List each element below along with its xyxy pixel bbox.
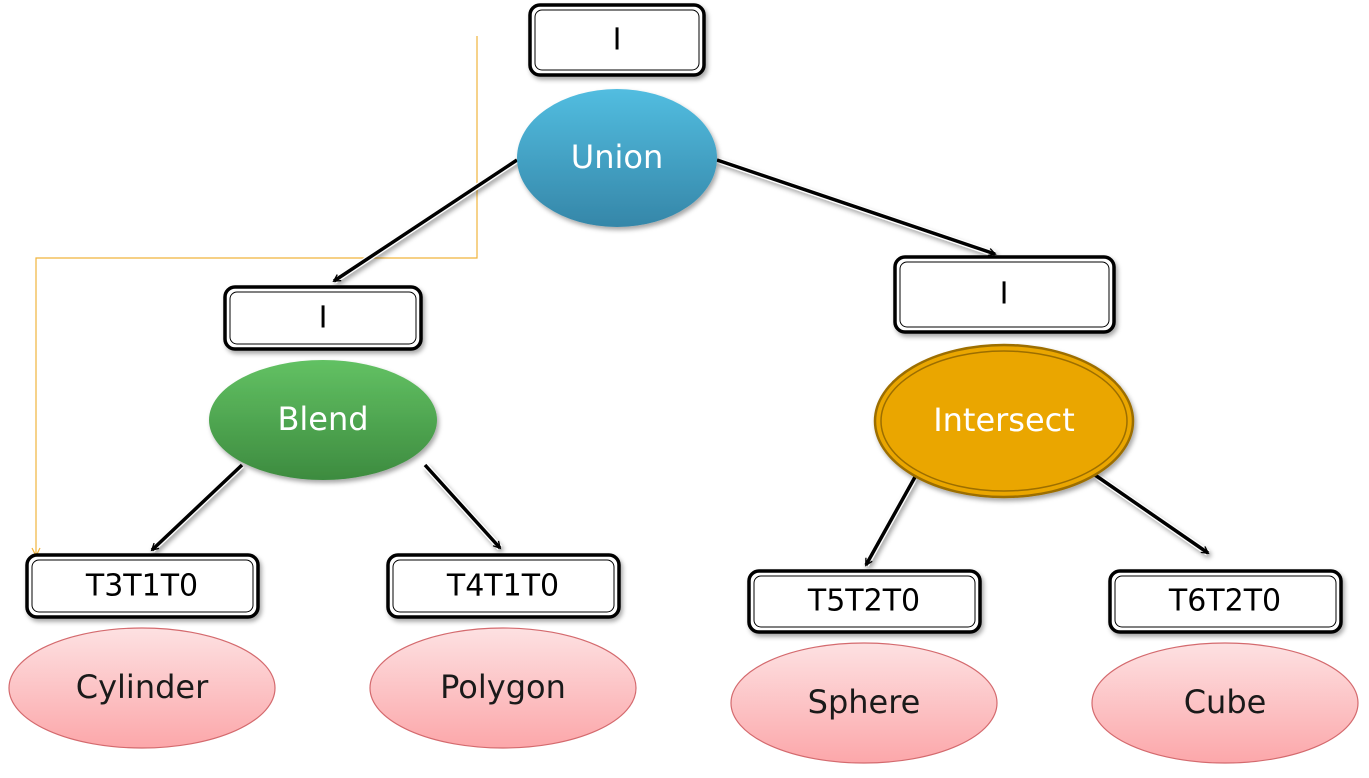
cube-label: Cube	[1184, 683, 1267, 721]
intersect-label: Intersect	[933, 401, 1075, 439]
box-sphere-transform	[747, 569, 982, 634]
sphere-node	[730, 642, 998, 764]
polygon-label: Polygon	[440, 668, 566, 706]
elbow-connector	[36, 36, 478, 556]
edge-union-to-right	[716, 157, 995, 257]
box-right	[893, 255, 1116, 334]
box-cube-transform-label: T6T2T0	[1168, 584, 1281, 619]
box-left-label: I	[319, 301, 328, 336]
box-right-label: I	[1000, 277, 1009, 312]
blend-label: Blend	[277, 400, 368, 438]
box-root-label: I	[613, 23, 622, 58]
box-polygon-transform-label: T4T1T0	[446, 569, 559, 604]
box-sphere-transform-label: T5T2T0	[807, 584, 920, 619]
box-cube-transform	[1108, 569, 1343, 634]
polygon-node	[369, 627, 637, 749]
union-label: Union	[571, 138, 663, 176]
blend-node	[209, 360, 437, 480]
cylinder-node	[8, 627, 276, 749]
box-cylinder-transform-label: T3T1T0	[85, 569, 198, 604]
edge-union-to-left	[332, 157, 519, 284]
box-polygon-transform	[386, 553, 621, 619]
edge-intersect-to-cube	[1093, 472, 1210, 556]
edges	[149, 157, 1210, 565]
box-cylinder-transform	[25, 553, 260, 619]
union-node	[517, 89, 717, 227]
box-root	[528, 3, 706, 77]
edge-intersect-to-sphere	[863, 475, 918, 565]
sphere-label: Sphere	[808, 683, 921, 721]
cube-node	[1091, 642, 1359, 764]
intersect-node	[873, 343, 1135, 499]
edge-blend-to-cylinder	[149, 462, 245, 553]
edge-blend-to-polygon	[422, 462, 503, 551]
box-left	[223, 285, 423, 351]
cylinder-label: Cylinder	[76, 668, 209, 706]
